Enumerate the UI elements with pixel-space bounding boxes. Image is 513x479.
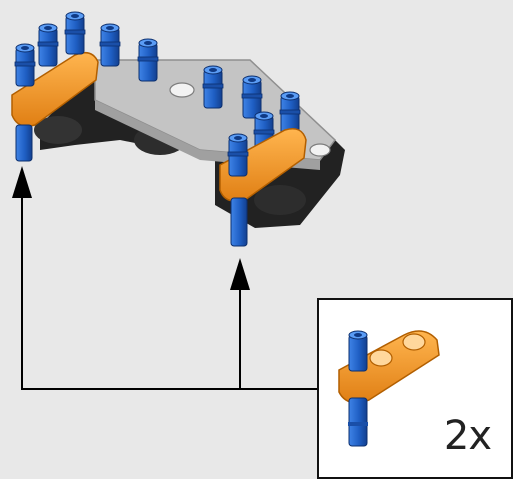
- quantity-label: 2x: [443, 413, 492, 459]
- orange-beam-right: [219, 128, 307, 202]
- parts-callout: 2x: [317, 298, 513, 479]
- part-beam-with-pin-icon: [338, 330, 440, 447]
- assembly-model: [11, 11, 345, 247]
- pointer-arrow: [12, 166, 317, 390]
